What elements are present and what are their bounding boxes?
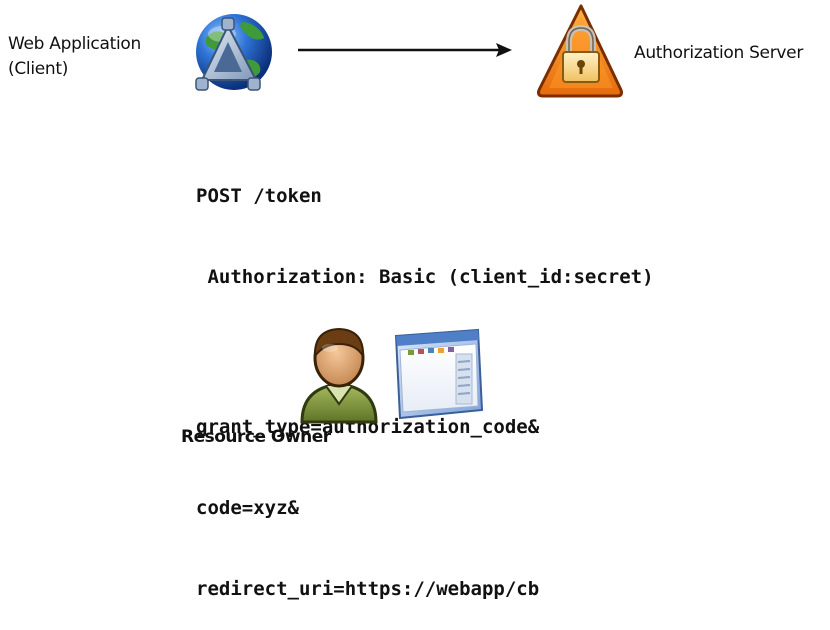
request-arrow — [298, 43, 512, 57]
client-label-line2: (Client) — [8, 59, 69, 79]
globe-app-icon — [195, 14, 272, 91]
authorization-header: Authorization: Basic (client_id:secret) — [196, 266, 654, 288]
server-label: Authorization Server — [634, 43, 804, 63]
code-param: code=xyz& — [196, 497, 299, 519]
browser-window-icon — [394, 328, 484, 420]
padlock-warning-icon — [537, 4, 623, 98]
resource-owner-label: Resource Owner — [181, 427, 331, 447]
redirect-uri-param: redirect_uri=https://webapp/cb — [196, 578, 540, 600]
grant-type-param: grant_type=authorization_code& — [196, 416, 540, 438]
client-label: Web Application (Client) — [8, 32, 141, 82]
client-label-line1: Web Application — [8, 34, 141, 54]
user-icon — [300, 327, 378, 424]
request-line: POST /token — [196, 185, 322, 207]
